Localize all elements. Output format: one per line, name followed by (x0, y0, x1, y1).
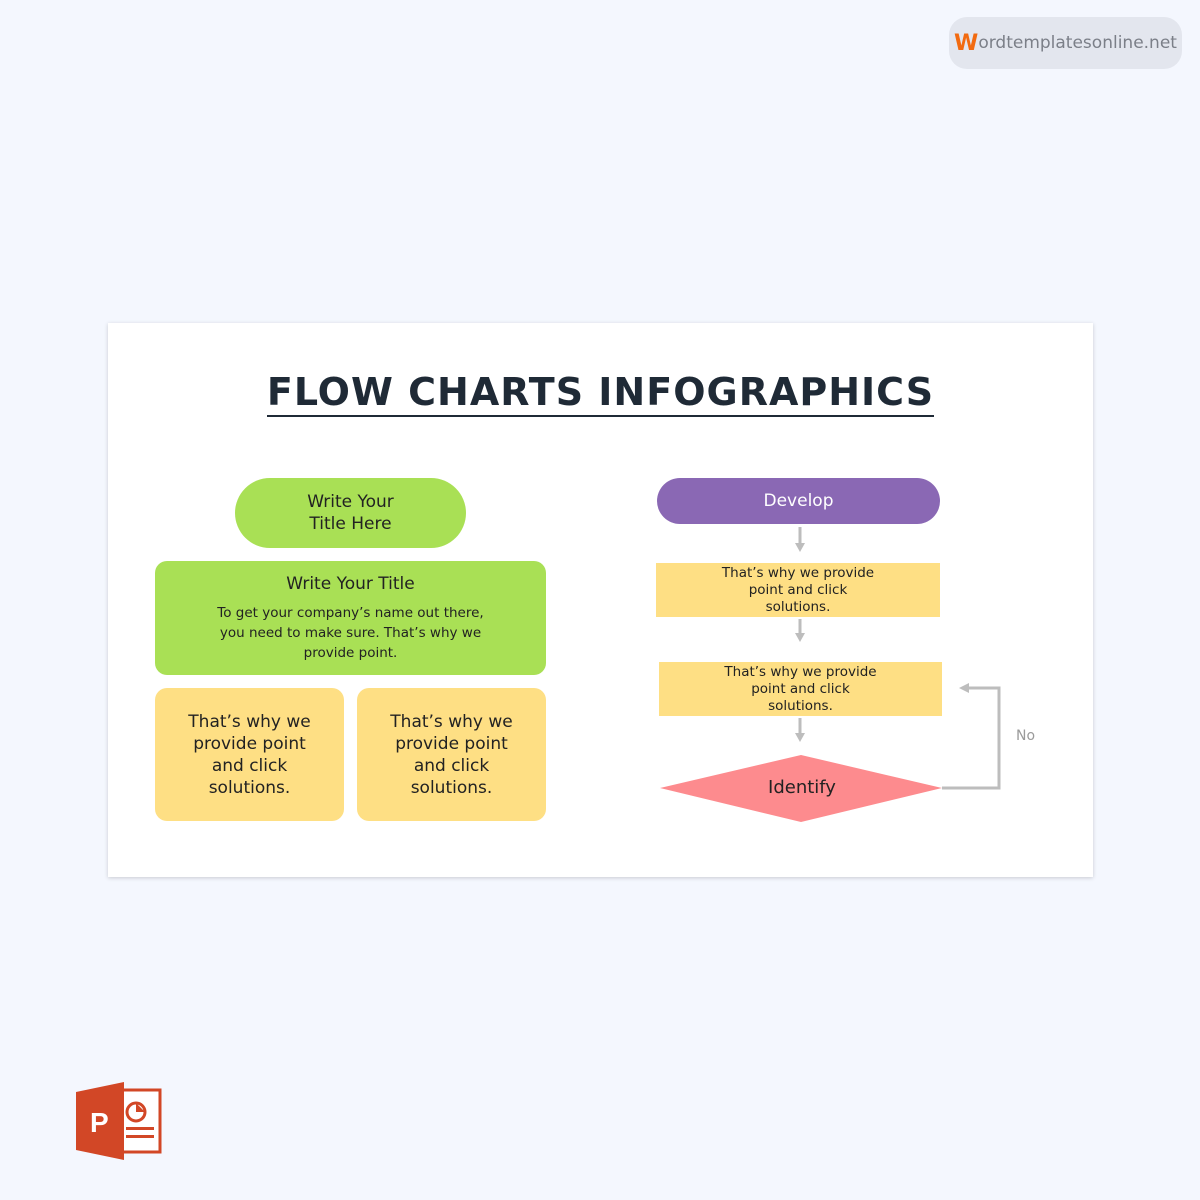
identify-diamond (660, 755, 942, 822)
develop-pill: Develop (657, 478, 940, 524)
slide-title: FLOW CHARTS INFOGRAPHICS (108, 370, 1093, 417)
left-info-box: Write Your Title To get your company’s n… (155, 561, 546, 675)
left-info-title: Write Your Title (286, 574, 415, 594)
powerpoint-icon: P (76, 1082, 162, 1160)
flow-step-1: That’s why we provide point and click so… (656, 563, 940, 617)
left-title-pill: Write Your Title Here (235, 478, 466, 548)
flow-step-2: That’s why we provide point and click so… (659, 662, 942, 716)
left-info-body: To get your company’s name out there, yo… (217, 605, 484, 661)
loop-arrow (942, 686, 1001, 790)
left-card-2: That’s why we provide point and click so… (357, 688, 546, 821)
brand-text: ordtemplatesonline.net (978, 33, 1177, 53)
left-card-1: That’s why we provide point and click so… (155, 688, 344, 821)
no-label: No (1016, 728, 1036, 744)
identify-label: Identify (768, 777, 836, 798)
brand-logo-letter: W (954, 30, 979, 56)
svg-text:P: P (90, 1107, 109, 1138)
